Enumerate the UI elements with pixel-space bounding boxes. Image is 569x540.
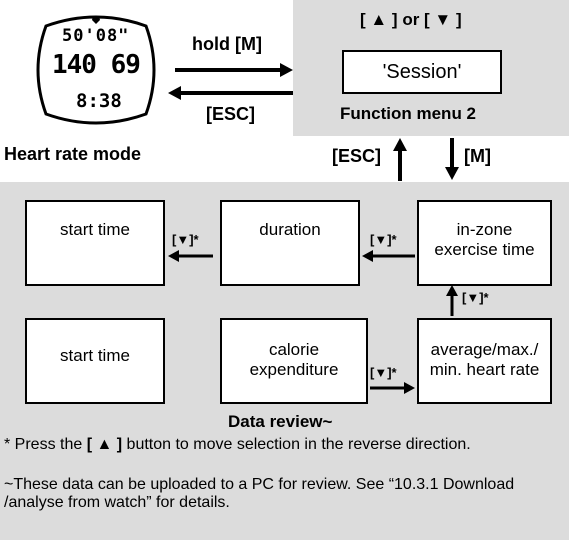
start-time-label-1: start time xyxy=(60,220,130,239)
esc-up-label: [ESC] xyxy=(332,146,381,166)
down-star-label-4: [▼]* xyxy=(370,365,397,380)
start-time-box-2: start time xyxy=(25,318,165,404)
down-star-label-2: [▼]* xyxy=(370,232,397,247)
calorie-label: calorie expenditure xyxy=(249,340,339,379)
average-to-inzone-arrowhead xyxy=(446,285,458,296)
duration-box: duration xyxy=(220,200,360,286)
in-zone-box: in-zone exercise time xyxy=(417,200,552,286)
duration-label: duration xyxy=(259,220,321,239)
m-down-label: [M] xyxy=(464,146,491,166)
note-upload: ~These data can be uploaded to a PC for … xyxy=(4,476,515,511)
data-review-caption: Data review~ xyxy=(228,412,333,431)
m-down-arrowhead xyxy=(445,167,459,180)
down-star-label-1: [▼]* xyxy=(172,232,199,247)
duration-to-start-arrowhead xyxy=(168,250,179,262)
down-star-label-3: [▼]* xyxy=(462,290,489,305)
session-label: 'Session' xyxy=(382,61,462,83)
function-menu-caption: Function menu 2 xyxy=(340,104,476,123)
esc-left-arrowhead xyxy=(168,86,181,100)
heart-icon xyxy=(92,17,100,24)
average-box: average/max./ min. heart rate xyxy=(417,318,552,404)
note-reverse-direction: * Press the [ ▲ ] button to move selecti… xyxy=(4,436,504,454)
watch-line-1: 50'08" xyxy=(62,26,130,46)
start-time-label-2: start time xyxy=(60,346,130,365)
watch-outline xyxy=(36,15,156,125)
hold-m-arrowhead xyxy=(280,63,293,77)
inzone-to-duration-arrowhead xyxy=(362,250,373,262)
heart-rate-mode-caption: Heart rate mode xyxy=(4,144,142,164)
hold-m-label: hold [M] xyxy=(192,34,262,54)
watch-line-2: 140 69 xyxy=(52,50,141,80)
watch-display: 50'08" 140 69 8:38 xyxy=(32,10,160,130)
calorie-box: calorie expenditure xyxy=(220,318,368,404)
session-box: 'Session' xyxy=(342,50,502,94)
up-or-down-label: [ ▲ ] or [ ▼ ] xyxy=(360,10,462,29)
start-time-box-1: start time xyxy=(25,200,165,286)
note-reverse-key: [ ▲ ] xyxy=(86,436,123,453)
in-zone-label: in-zone exercise time xyxy=(434,220,535,259)
calorie-to-average-arrowhead xyxy=(404,382,415,394)
watch-line-3: 8:38 xyxy=(76,90,122,112)
note-reverse-prefix: * Press the xyxy=(4,436,87,453)
esc-up-arrowhead xyxy=(393,138,407,151)
note-reverse-rest: button to move selection in the reverse … xyxy=(122,436,471,453)
average-label: average/max./ min. heart rate xyxy=(429,340,540,379)
esc-left-label: [ESC] xyxy=(206,104,255,124)
